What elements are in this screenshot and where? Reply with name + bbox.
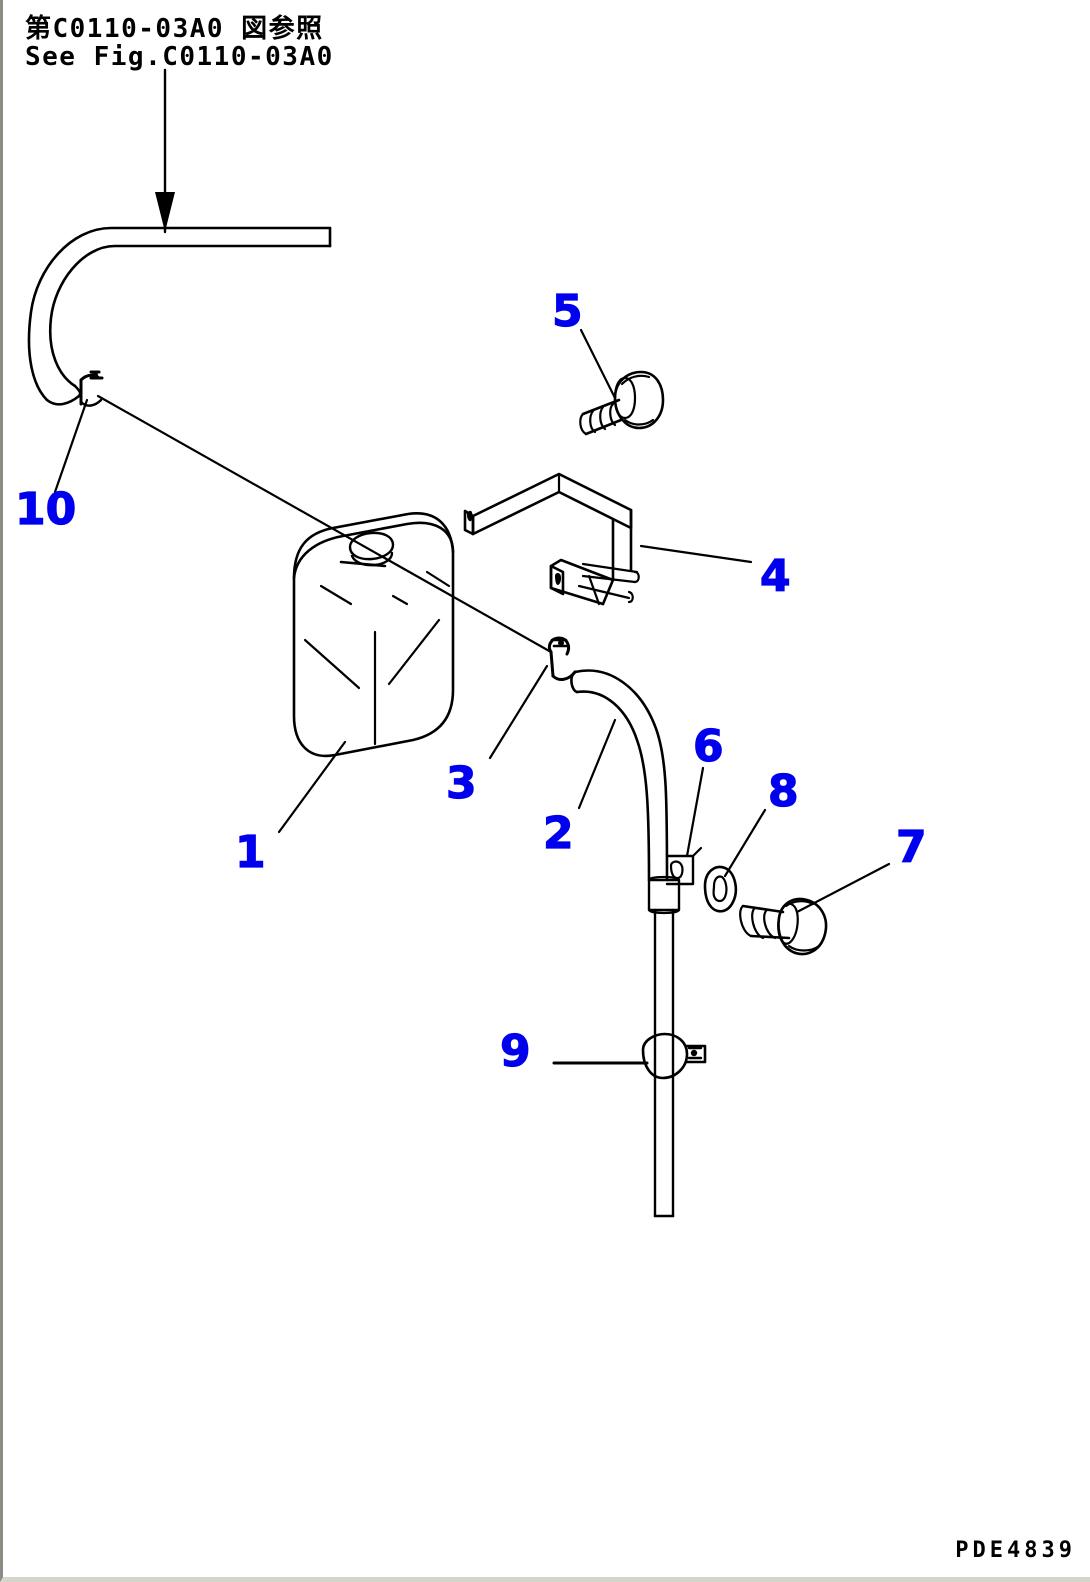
reference-note-japanese: 第C0110-03A0 図参照: [25, 14, 324, 44]
lower-tube: [653, 908, 675, 1218]
reference-note-english: See Fig.C0110-03A0: [25, 42, 334, 72]
callout-6[interactable]: 6: [692, 721, 724, 772]
tube-collar: [647, 875, 681, 915]
callout-2[interactable]: 2: [542, 808, 574, 859]
callout-4[interactable]: 4: [759, 551, 791, 602]
hose-clamp-upper-part: [547, 636, 577, 681]
washer-part: [703, 865, 738, 913]
bolt-upper-part: [579, 370, 665, 436]
bolt-lower-part: [739, 897, 828, 956]
clamp-tab: [665, 846, 703, 886]
long-tube: [96, 394, 553, 654]
reference-arrow: [155, 68, 175, 234]
upper-hose: [27, 226, 332, 406]
tube-clip: [641, 1032, 707, 1080]
technical-illustration: [27, 68, 891, 1218]
callout-10[interactable]: 10: [14, 484, 77, 535]
callout-9[interactable]: 9: [499, 1026, 531, 1077]
callout-8[interactable]: 8: [767, 766, 799, 817]
curved-hose: [570, 669, 669, 882]
mounting-bracket: [463, 472, 640, 606]
hose-clamp-lower-part: [79, 370, 104, 407]
drawing-code: PDE4839: [955, 1538, 1076, 1563]
callout-5[interactable]: 5: [551, 286, 583, 337]
callout-1[interactable]: 1: [234, 827, 266, 878]
callout-3[interactable]: 3: [445, 758, 477, 809]
callout-7[interactable]: 7: [895, 822, 927, 873]
washer-tank-body: [292, 512, 455, 758]
callout-leaders: [53, 328, 891, 1065]
